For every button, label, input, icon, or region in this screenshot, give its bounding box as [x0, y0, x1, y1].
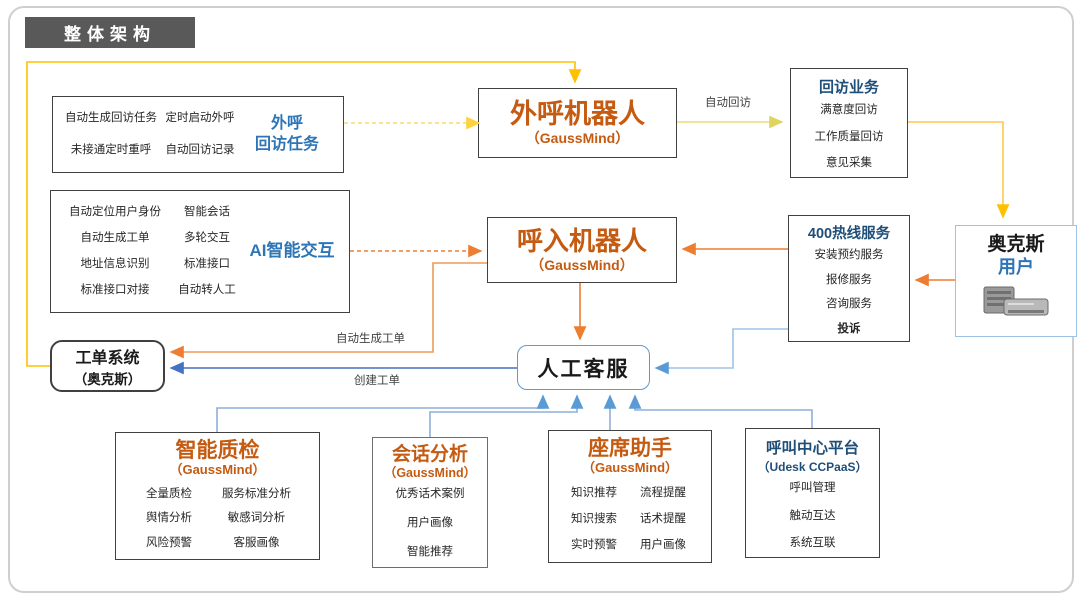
box-title: 回访业务 [818, 79, 879, 96]
feature-item: 全量质检 [146, 487, 192, 500]
feature-item: 自动生成回访任务 [65, 112, 157, 125]
feature-item: 多轮交互 [184, 232, 230, 245]
arrow-label-auto-callback: 自动回访 [703, 94, 753, 110]
feature-item: 优秀话术案例 [395, 488, 465, 501]
box-title: 呼入机器人 [516, 226, 647, 256]
feature-item: 知识推荐 [571, 486, 617, 499]
ai-interaction-box: 自动定位用户身份 自动生成工单 地址信息识别 标准接口对接 智能会话 多轮交互 … [50, 190, 350, 313]
box-subtitle: （GaussMind） [383, 465, 477, 480]
feature-item: 用户画像 [407, 517, 453, 530]
feature-item: 智能推荐 [407, 546, 453, 559]
feature-item: 知识搜索 [571, 512, 617, 525]
feature-item: 自动转人工 [178, 284, 236, 297]
feature-item: 地址信息识别 [80, 258, 150, 271]
box-label: AI智能交互 [249, 241, 335, 261]
service-item-complaint: 投诉 [837, 322, 861, 335]
box-title: 智能质检 [175, 439, 260, 462]
box-title: 奥克斯 [987, 234, 1045, 255]
agent-assistant-box: 座席助手 （GaussMind） 知识推荐 知识搜索 实时预警 流程提醒 话术提… [548, 430, 712, 563]
feature-item: 流程提醒 [640, 486, 686, 499]
feature-item: 客服画像 [233, 537, 280, 550]
feature-item: 未接通定时重呼 [70, 144, 152, 157]
box-label: 回访任务 [254, 135, 319, 153]
feature-item: 自动回访记录 [165, 144, 235, 157]
arrow-label-auto-ticket: 自动生成工单 [334, 330, 407, 346]
feature-item: 定时启动外呼 [165, 112, 235, 125]
inbound-robot-box: 呼入机器人 （GaussMind） [487, 217, 677, 283]
call-center-platform-box: 呼叫中心平台 （Udesk CCPaaS） 呼叫管理 触动互达 系统互联 [745, 428, 880, 558]
service-item: 工作质量回访 [814, 130, 884, 143]
service-item: 咨询服务 [826, 298, 872, 311]
feature-item: 敏感词分析 [227, 512, 286, 525]
callback-business-box: 回访业务 满意度回访 工作质量回访 意见采集 [790, 68, 908, 178]
ticket-system-box: 工单系统 （奥克斯） [50, 340, 165, 392]
conversation-analysis-box: 会话分析 （GaussMind） 优秀话术案例 用户画像 智能推荐 [372, 437, 488, 568]
feature-item: 智能会话 [184, 206, 230, 219]
box-title: 外呼机器人 [510, 99, 645, 130]
quality-inspection-box: 智能质检 （GaussMind） 全量质检 舆情分析 风险预警 服务标准分析 敏… [115, 432, 320, 560]
feature-item: 呼叫管理 [789, 482, 836, 495]
feature-item: 系统互联 [789, 537, 836, 550]
feature-item: 自动定位用户身份 [69, 206, 161, 219]
box-title: 工单系统 [75, 350, 140, 367]
aux-user-box: 奥克斯 用户 [955, 225, 1077, 337]
hotline-400-box: 400热线服务 安装预约服务 报修服务 咨询服务 投诉 [788, 215, 910, 342]
box-title: 人工客服 [537, 357, 630, 381]
box-title: 会话分析 [391, 444, 468, 465]
box-label: 外呼 [270, 114, 303, 132]
box-title: 用户 [998, 256, 1034, 277]
feature-item: 标准接口 [184, 258, 230, 271]
feature-item: 话术提醒 [640, 512, 686, 525]
box-title: 座席助手 [588, 437, 672, 460]
feature-item: 用户画像 [640, 539, 686, 552]
box-subtitle: （GaussMind） [525, 130, 630, 147]
box-subtitle: （GaussMind） [530, 256, 634, 273]
service-item: 报修服务 [826, 273, 872, 286]
feature-item: 实时预警 [571, 539, 617, 552]
outbound-robot-box: 外呼机器人 （GaussMind） [478, 88, 677, 158]
service-item: 安装预约服务 [814, 249, 884, 262]
box-subtitle: （GaussMind） [581, 460, 679, 476]
feature-item: 舆情分析 [146, 512, 192, 525]
box-title: 呼叫中心平台 [765, 440, 859, 457]
box-subtitle: （Udesk CCPaaS） [757, 460, 868, 474]
service-item: 意见采集 [826, 157, 872, 170]
feature-item: 触动互达 [789, 509, 836, 522]
feature-item: 服务标准分析 [222, 487, 291, 500]
air-conditioner-icon [983, 286, 1049, 316]
box-subtitle: （奥克斯） [73, 372, 142, 387]
service-item: 满意度回访 [820, 104, 878, 117]
box-subtitle: （GaussMind） [169, 462, 266, 478]
box-title: 400热线服务 [807, 226, 891, 242]
feature-item: 标准接口对接 [80, 284, 150, 297]
feature-item: 自动生成工单 [80, 232, 150, 245]
diagram-title-badge: 整体架构 [25, 17, 195, 48]
outbound-callback-tasks-box: 自动生成回访任务 未接通定时重呼 定时启动外呼 自动回访记录 外呼 回访任务 [52, 96, 344, 173]
arrow-label-create-ticket: 创建工单 [352, 372, 402, 388]
feature-item: 风险预警 [146, 537, 192, 550]
human-agent-box: 人工客服 [517, 345, 650, 390]
